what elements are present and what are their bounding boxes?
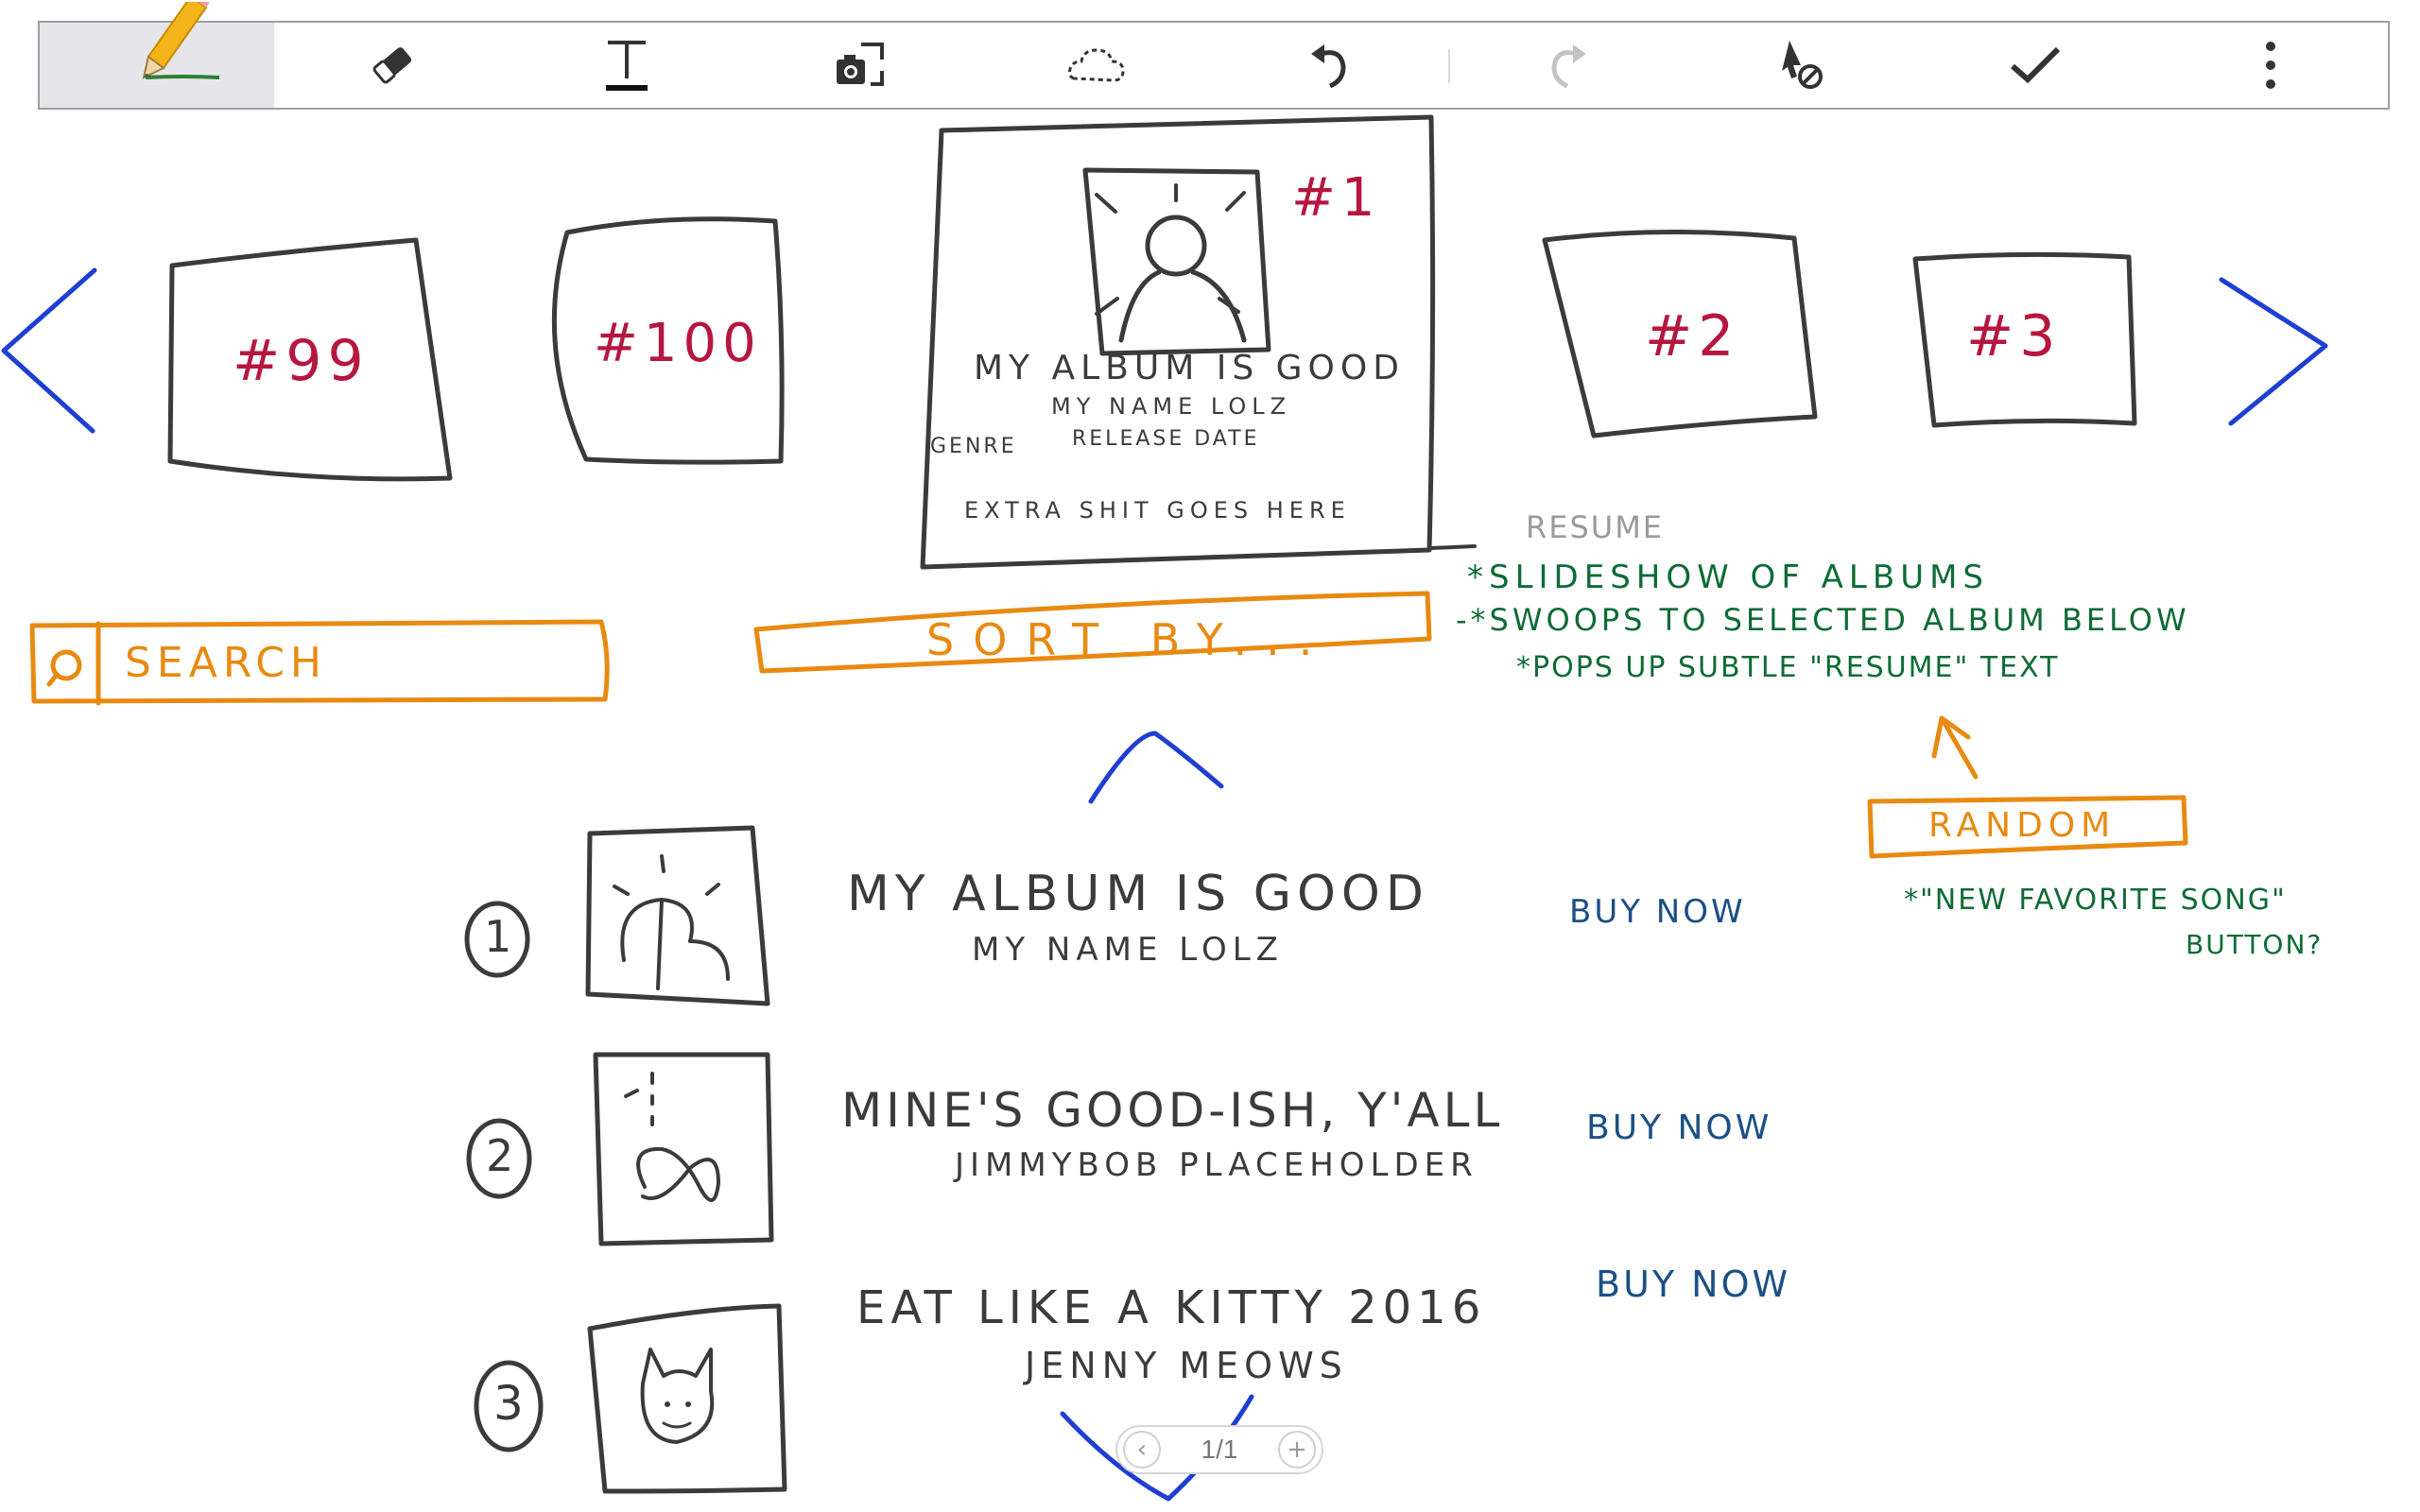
- list-artist-2: JIMMYBOB PLACEHOLDER: [955, 1146, 1478, 1184]
- eraser-icon: [366, 39, 419, 92]
- list-thumb-3: [587, 1303, 787, 1494]
- list-title-2: MINE'S GOOD-ISH, Y'ALL: [841, 1083, 1504, 1138]
- undo-button[interactable]: [1214, 23, 1448, 108]
- card-3-label: #3: [1966, 303, 2062, 369]
- list-artist-3: JENNY MEOWS: [1025, 1345, 1348, 1386]
- drawing-canvas[interactable]: #99 #100 #2 #3 #1 MY ALBUM IS GOOD MY NA…: [0, 110, 2420, 1512]
- lasso-selection-icon: [1066, 43, 1127, 88]
- lasso-tool-button[interactable]: [979, 23, 1214, 108]
- screen-capture-icon: [833, 39, 890, 92]
- page-navigator: ‹ 1/1 +: [1115, 1425, 1323, 1474]
- card-3-frame: [1912, 251, 2137, 428]
- plus-icon[interactable]: +: [1278, 1431, 1316, 1469]
- random-label[interactable]: RANDOM: [1928, 806, 2117, 845]
- divider: [1448, 49, 1451, 83]
- page-indicator: 1/1: [1201, 1435, 1238, 1464]
- done-button[interactable]: [1918, 23, 2152, 108]
- pen-only-mode-icon: [1772, 37, 1829, 94]
- sketch-strokes: [1, 114, 2328, 1502]
- featured-release-date: RELEASE DATE: [1072, 427, 1260, 451]
- carousel-right-arrow: [2219, 277, 2328, 426]
- search-icon: [50, 649, 82, 681]
- pen-only-mode-button[interactable]: [1684, 23, 1918, 108]
- note-line-2: -*SWOOPS TO SELECTED ALBUM BELOW: [1456, 602, 2190, 638]
- note-line-1: *SLIDESHOW OF ALBUMS: [1467, 558, 1990, 596]
- featured-album-art: [1082, 167, 1271, 356]
- list-buy-3[interactable]: BUY NOW: [1596, 1263, 1791, 1305]
- list-number-2: 2: [486, 1130, 520, 1181]
- random-note-line-1: *"NEW FAVORITE SONG": [1904, 884, 2287, 917]
- featured-artist: MY NAME LOLZ: [1051, 393, 1292, 420]
- card-99-frame: [167, 237, 453, 482]
- list-artist-1: MY NAME LOLZ: [972, 931, 1284, 969]
- done-check-icon: [2007, 42, 2064, 89]
- search-bar-frame: [29, 619, 610, 704]
- text-icon: [600, 37, 653, 94]
- featured-extra: EXTRA SHIT GOES HERE: [964, 497, 1351, 524]
- scroll-up-chevron: [1088, 730, 1224, 804]
- search-label[interactable]: SEARCH: [125, 639, 328, 687]
- random-button-frame: [1867, 795, 2188, 859]
- list-number-3: 3: [493, 1376, 529, 1431]
- random-note-line-2: BUTTON?: [2186, 929, 2324, 960]
- list-buy-1[interactable]: BUY NOW: [1569, 893, 1746, 931]
- carousel-left-arrow: [1, 267, 97, 434]
- eraser-tool-button[interactable]: [274, 23, 509, 108]
- list-title-1: MY ALBUM IS GOOD: [847, 866, 1429, 922]
- list-thumb-1: [585, 825, 770, 1006]
- note-line-3: *POPS UP SUBTLE "RESUME" TEXT: [1516, 651, 2060, 684]
- text-tool-button[interactable]: [510, 23, 744, 108]
- card-2-label: #2: [1645, 303, 1740, 369]
- pen-toolbar: [38, 2, 2390, 110]
- more-options-icon: [2261, 39, 2280, 92]
- redo-icon: [1543, 39, 1590, 92]
- list-title-3: EAT LIKE A KITTY 2016: [856, 1281, 1487, 1334]
- undo-icon: [1307, 39, 1355, 92]
- chevron-left-icon[interactable]: ‹: [1123, 1431, 1161, 1469]
- sort-label[interactable]: SORT BY...: [926, 614, 1332, 665]
- list-buy-2[interactable]: BUY NOW: [1586, 1108, 1772, 1147]
- more-options-button[interactable]: [2153, 23, 2388, 108]
- card-99-label: #99: [233, 328, 370, 394]
- featured-rank: #1: [1291, 167, 1381, 229]
- pencil-tool-button[interactable]: [40, 2, 275, 108]
- card-2-frame: [1542, 229, 1818, 438]
- list-thumb-2: [593, 1052, 774, 1246]
- redo-button[interactable]: [1448, 23, 1683, 108]
- screen-capture-tool-button[interactable]: [744, 23, 978, 108]
- sort-bar-frame: [753, 591, 1432, 674]
- featured-card-frame: [920, 114, 1436, 570]
- card-100-label: #100: [594, 313, 762, 374]
- list-number-1: 1: [484, 911, 518, 962]
- card-100-frame: [551, 216, 785, 465]
- featured-title: MY ALBUM IS GOOD: [974, 349, 1405, 387]
- featured-genre: GENRE: [930, 435, 1017, 458]
- resume-label: RESUME: [1526, 509, 1665, 545]
